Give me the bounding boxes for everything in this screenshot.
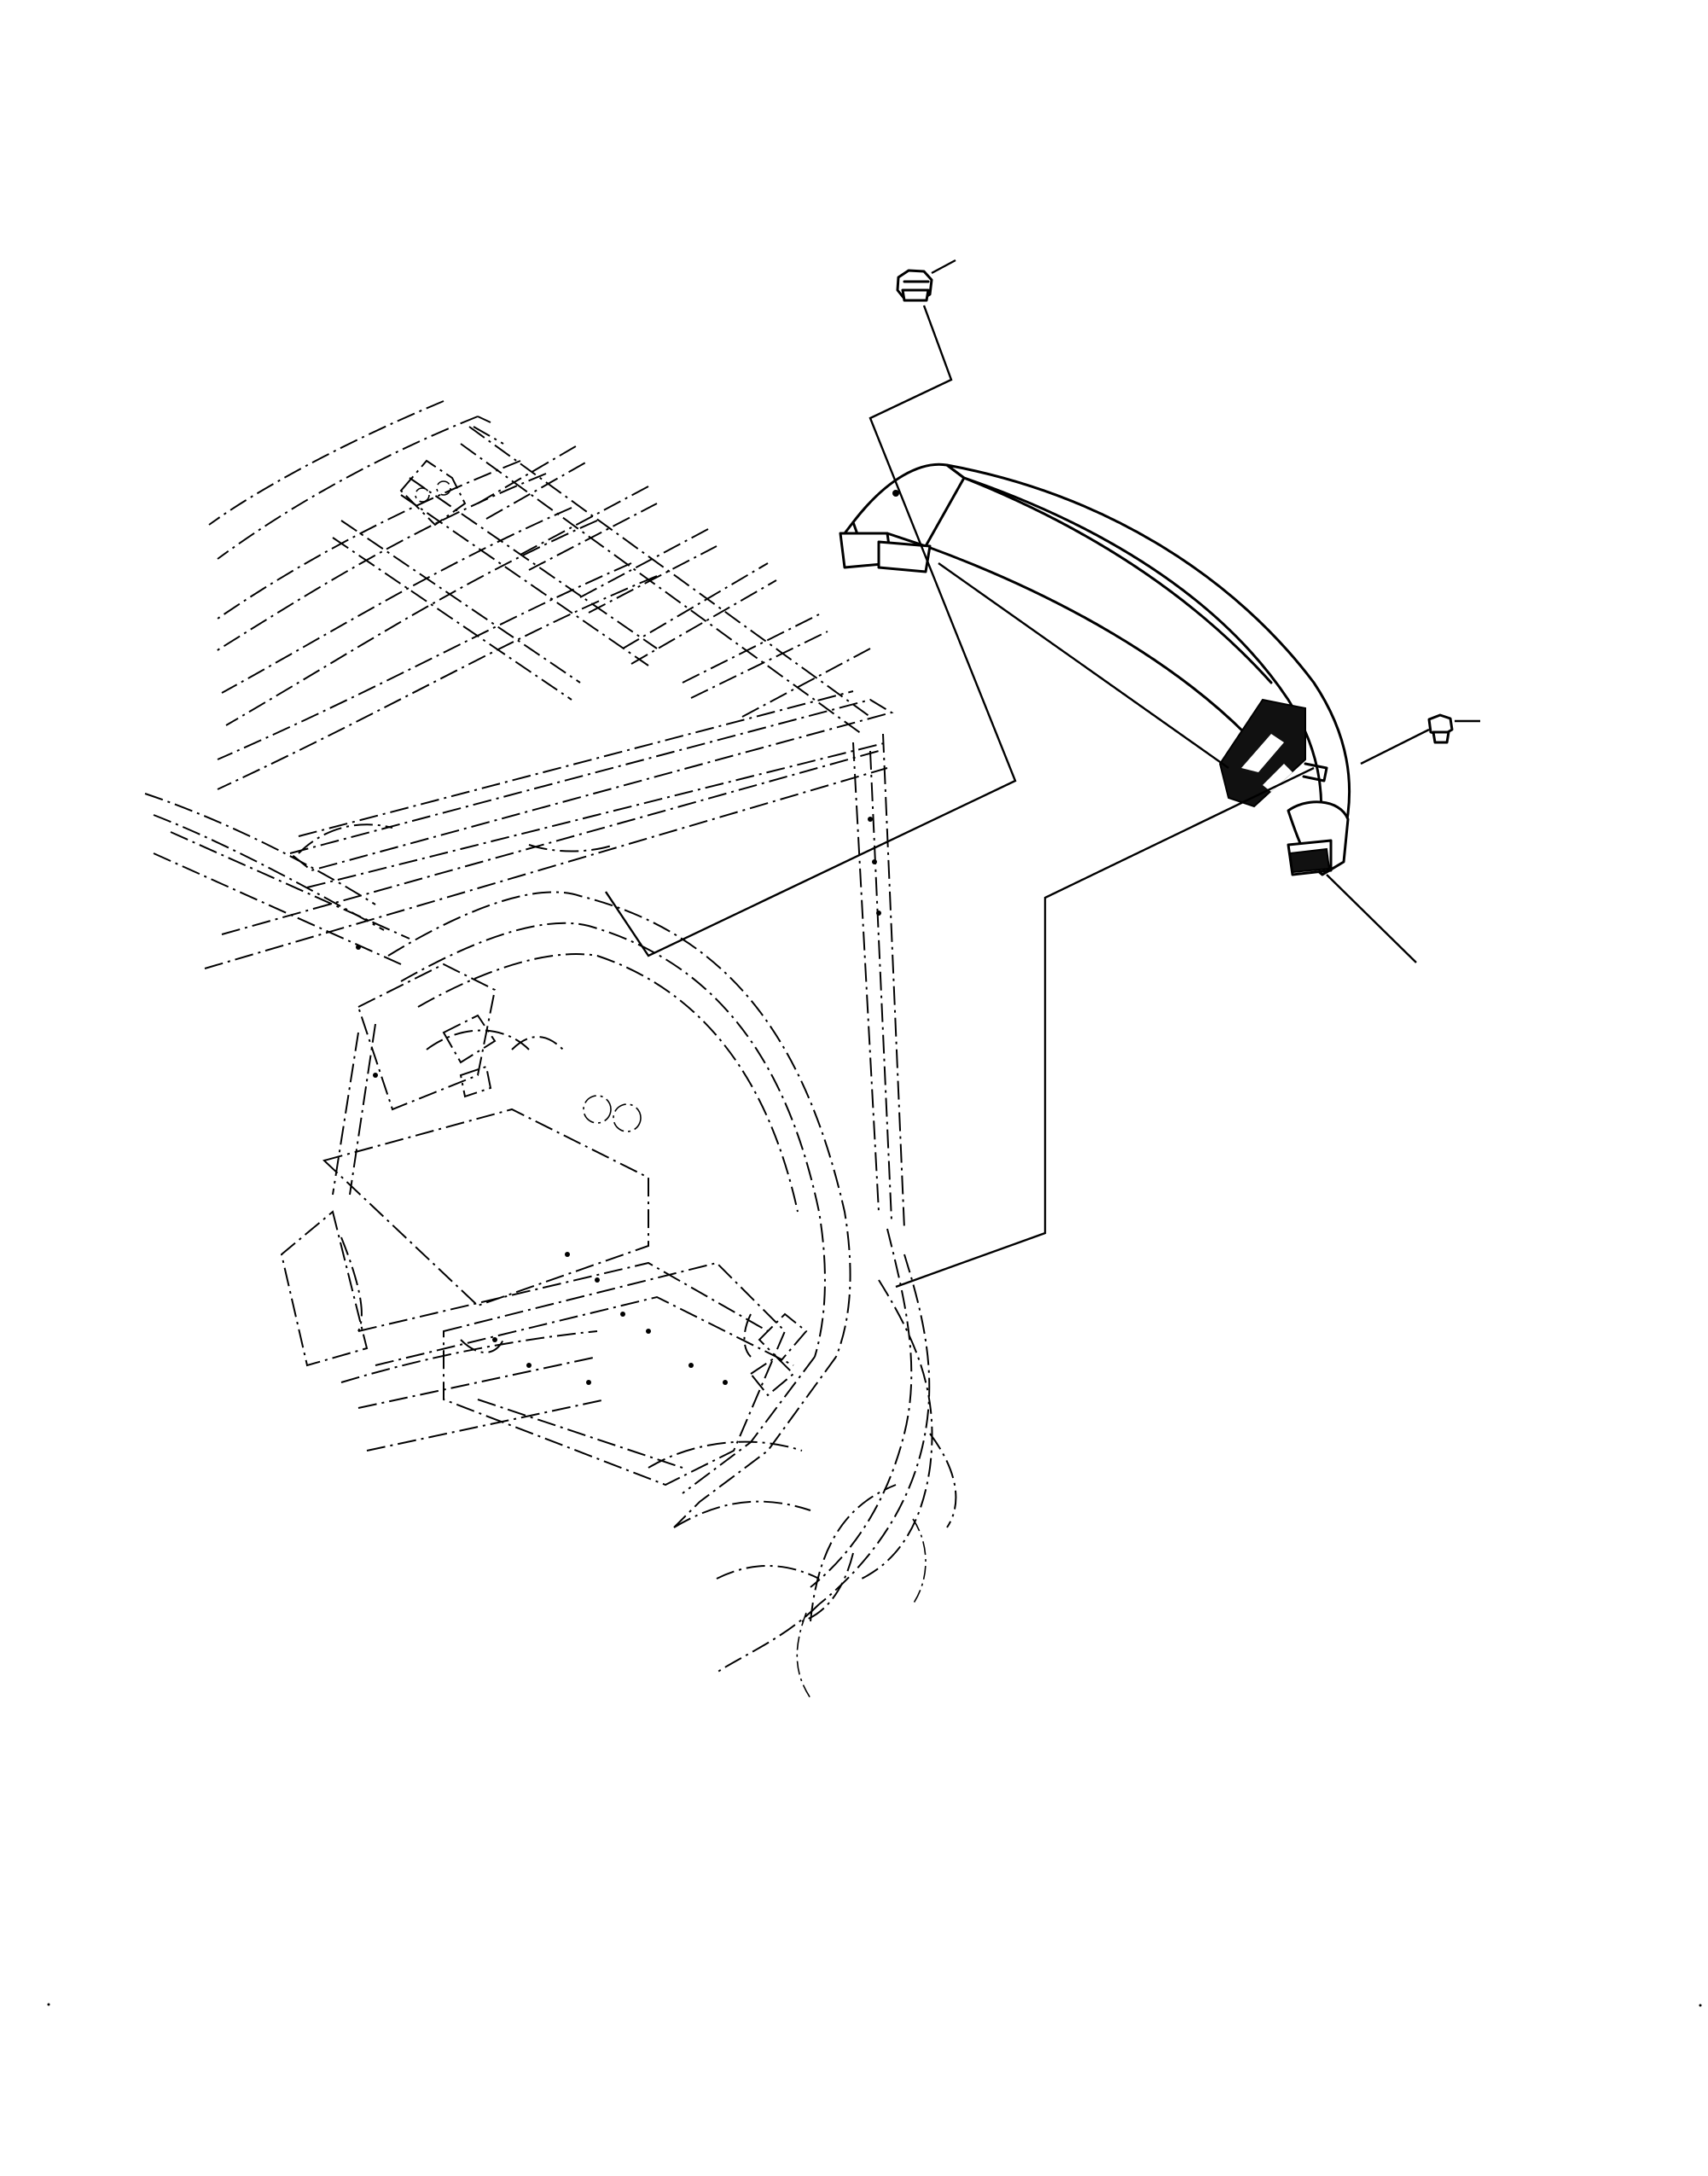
speck bbox=[1699, 2004, 1702, 2007]
phantom-edges bbox=[473, 416, 927, 1699]
rops-pillar bbox=[280, 733, 957, 1673]
side-clip bbox=[1427, 713, 1454, 744]
upper-bolt bbox=[896, 269, 933, 302]
leader-lines bbox=[605, 259, 1480, 1289]
speck bbox=[47, 2003, 50, 2006]
roof-frame bbox=[144, 400, 894, 969]
rear-trim-panel bbox=[839, 463, 1351, 876]
